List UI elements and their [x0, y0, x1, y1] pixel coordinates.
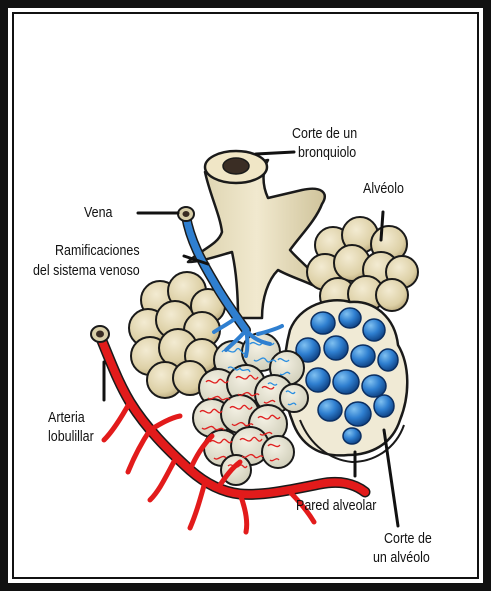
leader-corte-alveolo — [384, 430, 398, 526]
alveolus-cluster-upper-right — [307, 217, 418, 314]
label-alveolo: Alvéolo — [363, 180, 404, 199]
label-ramificaciones-line2: del sistema venoso — [33, 262, 140, 281]
label-pared-alveolar: Pared alveolar — [296, 497, 376, 516]
label-ramificaciones-line1: Ramificaciones — [55, 242, 140, 261]
label-corte-alveolo-line2: un alvéolo — [373, 549, 430, 568]
leader-alveolo — [381, 212, 383, 240]
label-vena: Vena — [84, 204, 112, 223]
label-corte-bronquiolo-line2: bronquiolo — [298, 144, 356, 163]
alveolus-cut-cluster — [284, 300, 407, 462]
leader-bronquiolo — [256, 152, 294, 154]
label-corte-alveolo-line1: Corte de — [384, 530, 432, 549]
label-corte-bronquiolo-line1: Corte de un — [292, 125, 357, 144]
label-arteria-line2: lobulillar — [48, 428, 94, 447]
label-arteria-line1: Arteria — [48, 409, 85, 428]
